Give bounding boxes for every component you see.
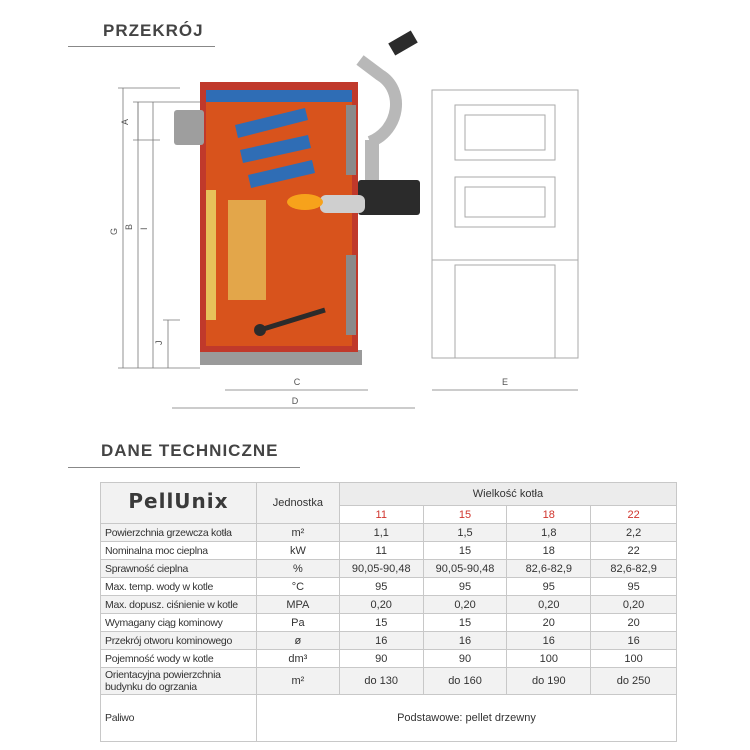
- dim-label-i: I: [139, 227, 149, 230]
- dim-label-j: J: [154, 341, 164, 346]
- dim-label-d: D: [292, 396, 299, 406]
- boiler-base: [200, 350, 362, 365]
- size-header: Wielkość kotła: [338, 482, 678, 506]
- exchanger-fin-1: [235, 108, 308, 138]
- table-row: Max. dopusz. ciśnienie w kotle MPA 0,20 …: [100, 595, 677, 614]
- right-door-upper: [346, 105, 356, 175]
- dim-label-e: E: [502, 377, 508, 387]
- area-param-line2: budynku do ogrzania: [105, 681, 197, 693]
- feeder-column: [365, 140, 379, 180]
- exchanger-fin-2: [240, 135, 311, 163]
- cross-section-title: PRZEKRÓJ: [103, 21, 204, 40]
- table-row: Sprawność cieplna % 90,05-90,48 90,05-90…: [100, 559, 677, 578]
- tech-data-title-rule: [68, 467, 300, 468]
- water-jacket-top: [206, 90, 352, 102]
- table-row: Wymagany ciąg kominowy Pa 15 15 20 20: [100, 613, 677, 632]
- dim-label-c: C: [294, 377, 301, 387]
- feeder-cap: [388, 30, 418, 56]
- area-param-line1: Orientacyjna powierzchnia: [105, 669, 221, 681]
- cross-section-title-rule: [68, 46, 215, 47]
- insulation-left: [206, 190, 216, 320]
- flue-pipe: [174, 110, 204, 145]
- table-header-row: PellUnix Jednostka Wielkość kotła: [100, 482, 678, 524]
- size-22: 22: [590, 505, 677, 524]
- pellet-burner: [358, 180, 420, 215]
- table-row: Nominalna moc cieplna kW 11 15 18 22: [100, 541, 677, 560]
- table-row: Max. temp. wody w kotle °C 95 95 95 95: [100, 577, 677, 596]
- tech-data-title: DANE TECHNICZNE: [101, 441, 279, 460]
- right-door-lower: [346, 255, 356, 335]
- size-18: 18: [506, 505, 592, 524]
- dim-label-b: B: [124, 224, 134, 230]
- table-row-heated-area: Orientacyjna powierzchnia budynku do ogr…: [100, 667, 677, 695]
- dim-label-g: G: [109, 228, 119, 235]
- feeder-pipe: [356, 55, 402, 148]
- exchanger-fin-3: [248, 160, 315, 188]
- horizontal-dimension-lines: [172, 389, 578, 409]
- fuel-value: Podstawowe: pellet drzewny: [255, 694, 678, 742]
- brand-logo: PellUnix: [100, 482, 257, 524]
- table-row-fuel: Paliwo Podstawowe: pellet drzewny: [100, 694, 678, 742]
- vertical-dimension-lines: [118, 87, 200, 369]
- grate-pivot: [254, 324, 266, 336]
- table-row: Powierzchnia grzewcza kotła m² 1,1 1,5 1…: [100, 523, 677, 542]
- dim-label-a: A: [120, 119, 130, 125]
- boiler-front-view: [431, 89, 579, 359]
- boiler-cross-section-diagram: A G B I J C D E: [109, 30, 579, 409]
- boiler-interior: [206, 90, 352, 346]
- burner-tube: [320, 195, 365, 213]
- grate-lever: [259, 307, 326, 333]
- burner-flame: [287, 194, 323, 210]
- size-11: 11: [338, 505, 424, 524]
- technical-data-table: PellUnix Jednostka Wielkość kotła 11 15 …: [100, 482, 678, 742]
- table-row: Przekrój otworu kominowego ø 16 16 16 16: [100, 631, 677, 650]
- unit-header: Jednostka: [255, 482, 340, 524]
- combustion-chamber: [228, 200, 266, 300]
- size-15: 15: [422, 505, 508, 524]
- table-row: Pojemność wody w kotle dm³ 90 90 100 100: [100, 649, 677, 668]
